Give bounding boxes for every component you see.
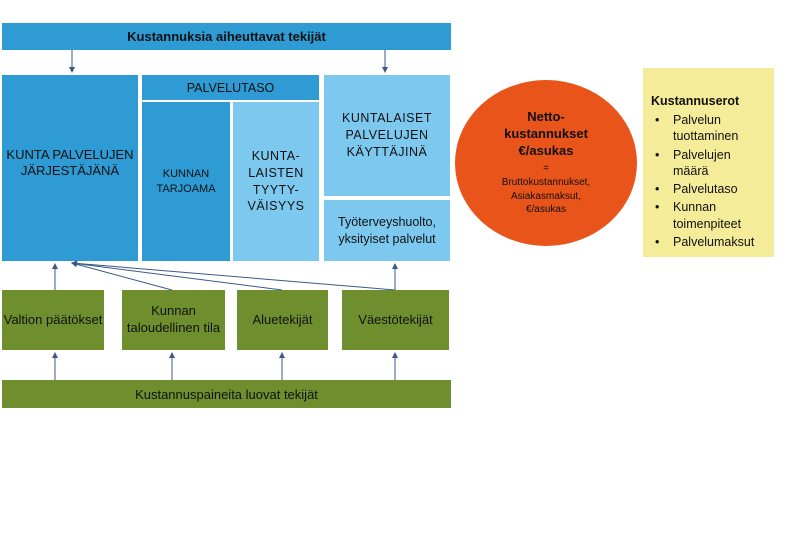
state-decisions-box: Valtion päätökset <box>2 290 104 350</box>
list-item: • Palvelutaso <box>651 181 768 197</box>
municipality-organizer-box: KUNTA PALVELUJEN JÄRJESTÄJÄNÄ <box>2 75 138 261</box>
costs-causing-factors-bar: Kustannuksia aiheuttavat tekijät <box>2 23 451 50</box>
net-costs-circle: Netto- kustannukset €/asukas = Bruttokus… <box>455 80 637 246</box>
bullet-icon: • <box>655 234 660 249</box>
list-item: • Palvelun tuottaminen <box>651 112 768 145</box>
list-item-text: Palvelujen määrä <box>673 147 731 178</box>
financial-situation-box: Kunnan taloudellinen tila <box>122 290 225 350</box>
list-item-text: Palvelumaksut <box>673 234 755 249</box>
arrow-alue-to-kunta <box>71 260 283 291</box>
equals-sign: = <box>543 163 549 175</box>
cost-pressure-factors-bar: Kustannuspaineita luovat tekijät <box>2 380 451 408</box>
bullet-icon: • <box>655 147 660 162</box>
arrow-vaesto-to-kunta <box>71 260 396 291</box>
residents-as-users-box: KUNTALAISET PALVELUJEN KÄYTTÄJINÄ <box>324 75 450 196</box>
list-item: • Palvelumaksut <box>651 234 768 250</box>
list-item-text: Kunnan toimenpiteet <box>673 200 742 231</box>
bullet-icon: • <box>655 182 660 196</box>
cost-differences-title: Kustannuserot <box>651 94 740 108</box>
arrow-talous-to-kunta <box>71 261 173 291</box>
list-item-text: Palvelun tuottaminen <box>673 113 739 144</box>
cost-differences-list: •Palvelun tuottaminen •Palvelujen määrä … <box>651 112 768 250</box>
list-item: • Kunnan toimenpiteet <box>651 199 768 232</box>
occupational-health-box: Työterveyshuolto, yksityiset palvelut <box>324 200 450 261</box>
municipality-offering-box: KUNNAN TARJOAMA <box>142 102 230 261</box>
service-level-header: PALVELUTASO <box>142 75 319 100</box>
net-costs-description: Bruttokustannukset, Asiakasmaksut, €/asu… <box>501 177 591 216</box>
regional-factors-box: Aluetekijät <box>237 290 328 350</box>
population-factors-box: Väestötekijät <box>342 290 449 350</box>
list-item-text: Palvelutaso <box>673 182 738 196</box>
bullet-icon: • <box>655 200 660 215</box>
resident-satisfaction-box: KUNTA-LAISTEN TYYTY-VÄISYYS <box>233 102 319 261</box>
cost-differences-panel: Kustannuserot • Palvelun tuottaminen • Pal… <box>643 68 774 257</box>
bullet-icon: • <box>655 113 660 127</box>
net-costs-title: Netto- kustannukset €/asukas <box>504 109 588 159</box>
list-item: • Palvelujen määrä <box>651 147 768 180</box>
